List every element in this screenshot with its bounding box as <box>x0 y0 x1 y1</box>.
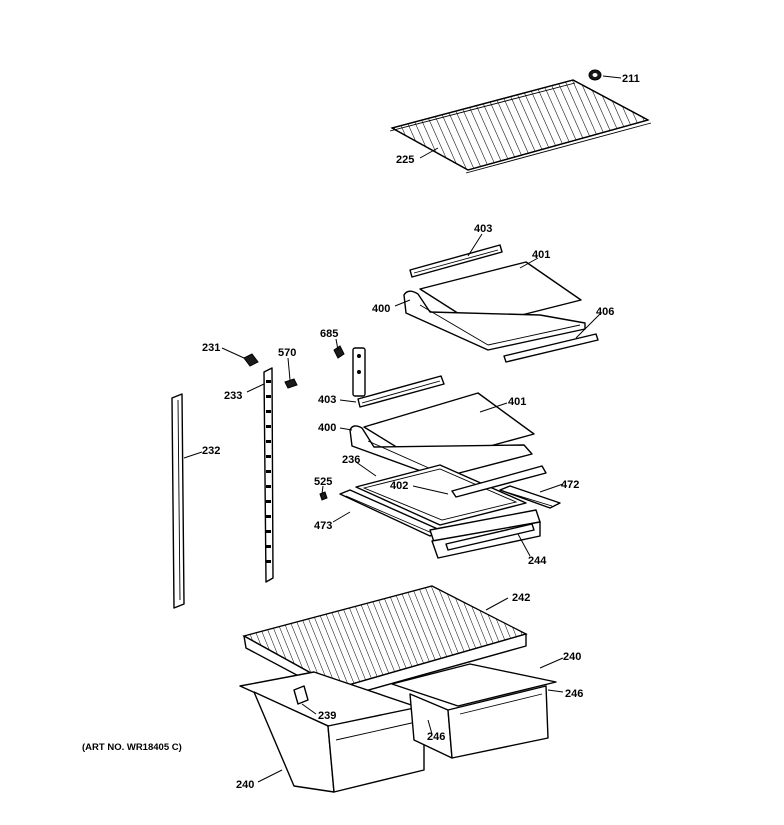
leader-lines <box>183 75 622 783</box>
callout-246-left: 246 <box>427 731 445 743</box>
callout-231: 231 <box>202 342 220 354</box>
callout-402: 402 <box>390 480 408 492</box>
callout-400-upper: 400 <box>372 303 390 315</box>
callout-400-middle: 400 <box>318 422 336 434</box>
callout-242: 242 <box>512 592 530 604</box>
left-rails <box>171 353 298 609</box>
wire-shelf-225 <box>389 79 652 174</box>
callout-403-middle: 403 <box>318 394 336 406</box>
middle-shelf-assembly <box>333 345 535 479</box>
callout-244: 244 <box>528 555 547 567</box>
upper-shelf-assembly <box>403 244 599 363</box>
art-number: (ART NO. WR18405 C) <box>82 742 182 753</box>
callout-239: 239 <box>318 710 336 722</box>
callout-233: 233 <box>224 390 242 402</box>
callout-406: 406 <box>596 306 614 318</box>
callout-401-upper: 401 <box>532 249 550 261</box>
shelf-cap-211 <box>588 69 602 81</box>
callout-401-middle: 401 <box>508 396 526 408</box>
callout-240-right: 240 <box>563 651 581 663</box>
callout-403-upper: 403 <box>474 223 492 235</box>
callout-225: 225 <box>396 154 414 166</box>
callout-685: 685 <box>320 328 338 340</box>
callout-246-right: 246 <box>565 688 583 700</box>
callout-473: 473 <box>314 520 332 532</box>
callout-472: 472 <box>561 479 579 491</box>
crisper-drawer-left <box>239 671 433 793</box>
callout-236: 236 <box>342 454 360 466</box>
callout-232: 232 <box>202 445 220 457</box>
pan-assembly <box>319 464 561 559</box>
callout-labels: 211 225 403 401 400 406 685 231 570 233 … <box>82 73 640 791</box>
callout-525: 525 <box>314 476 332 488</box>
crisper-drawer-right <box>391 663 557 759</box>
callout-211: 211 <box>622 73 640 85</box>
callout-240-left: 240 <box>236 779 254 791</box>
callout-570: 570 <box>278 347 296 359</box>
